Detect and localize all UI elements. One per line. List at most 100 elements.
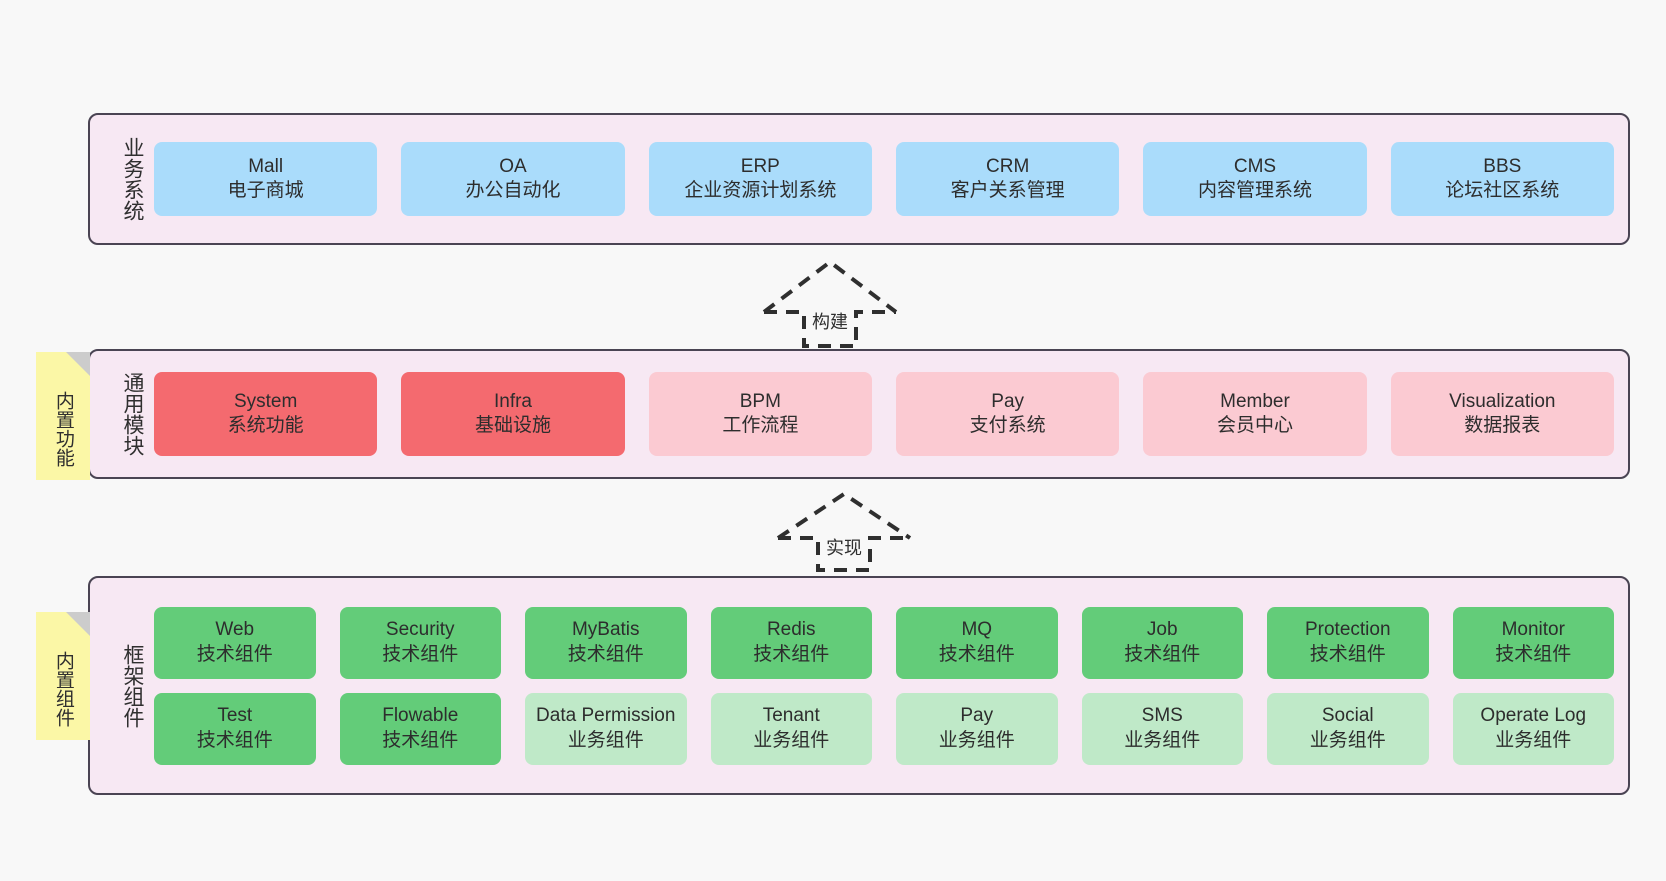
card-monitor[interactable]: Monitor 技术组件 (1452, 606, 1614, 679)
layer-body-common-module: System 系统功能 Infra 基础设施 BPM 工作流程 Pay 支付系统… (148, 351, 1628, 477)
card-tenant[interactable]: Tenant 业务组件 (710, 692, 872, 765)
connector-implement-arrow (776, 491, 912, 572)
card-title: BPM (739, 390, 781, 412)
card-redis[interactable]: Redis 技术组件 (710, 606, 872, 679)
card-mybatis[interactable]: MyBatis 技术组件 (525, 606, 687, 679)
card-subtitle: 技术组件 (1124, 643, 1201, 665)
sticky-fold-corner-icon (66, 352, 90, 376)
card-title: SMS (1141, 705, 1183, 727)
card-subtitle: 技术组件 (382, 643, 459, 665)
card-crm[interactable]: CRM 客户关系管理 (895, 142, 1120, 216)
card-subtitle: 电子商城 (227, 180, 304, 201)
card-protection[interactable]: Protection 技术组件 (1267, 606, 1429, 679)
card-title: OA (499, 155, 527, 177)
card-subtitle: 业务组件 (938, 729, 1015, 751)
card-subtitle: 基础设施 (474, 415, 551, 436)
card-title: BBS (1483, 155, 1522, 177)
card-subtitle: 会员中心 (1216, 415, 1293, 436)
card-oa[interactable]: OA 办公自动化 (401, 142, 625, 216)
card-subtitle: 客户关系管理 (950, 180, 1065, 201)
card-subtitle: 企业资源计划系统 (684, 180, 837, 201)
layer-framework-component: 框架组件 Web 技术组件 Security 技术组件 MyBatis 技术组件… (88, 576, 1630, 795)
card-title: System (233, 390, 298, 412)
sticky-note-builtin-feature: 内置功能 (36, 352, 90, 480)
card-title: Data Permission (536, 705, 676, 727)
card-pay-business[interactable]: Pay 业务组件 (896, 692, 1058, 765)
card-data-permission[interactable]: Data Permission 业务组件 (525, 692, 687, 765)
card-subtitle: 数据报表 (1464, 415, 1541, 436)
card-title: Flowable (382, 705, 459, 727)
card-visualization[interactable]: Visualization 数据报表 (1390, 372, 1614, 456)
card-sms[interactable]: SMS 业务组件 (1081, 692, 1243, 765)
card-erp[interactable]: ERP 企业资源计划系统 (648, 142, 872, 216)
card-title: Member (1220, 390, 1290, 412)
card-title: MyBatis (571, 619, 640, 641)
card-subtitle: 技术组件 (567, 643, 644, 665)
card-subtitle: 业务组件 (1309, 729, 1386, 751)
layer-body-business-system: Mall 电子商城 OA 办公自动化 ERP 企业资源计划系统 CRM 客户关系… (148, 115, 1628, 243)
card-row: Test 技术组件 Flowable 技术组件 Data Permission … (154, 692, 1614, 765)
card-title: Redis (766, 619, 816, 641)
connector-implement-label: 实现 (826, 538, 862, 558)
card-title: CRM (986, 155, 1030, 177)
sticky-fold-corner-icon (66, 612, 90, 636)
card-mall[interactable]: Mall 电子商城 (154, 142, 378, 216)
card-web[interactable]: Web 技术组件 (154, 606, 316, 679)
card-security[interactable]: Security 技术组件 (339, 606, 501, 679)
card-pay[interactable]: Pay 支付系统 (895, 372, 1120, 456)
card-subtitle: 办公自动化 (465, 180, 561, 201)
connector-build: 构建 (756, 256, 904, 348)
card-bbs[interactable]: BBS 论坛社区系统 (1390, 142, 1614, 216)
sticky-note-label: 内置功能 (52, 391, 74, 467)
card-subtitle: 系统功能 (227, 415, 304, 436)
sticky-note-label: 内置组件 (52, 651, 74, 727)
card-title: Tenant (762, 705, 820, 727)
card-title: CMS (1233, 155, 1277, 177)
card-title: Mall (248, 155, 284, 177)
card-title: Pay (960, 705, 994, 727)
card-subtitle: 业务组件 (1124, 729, 1201, 751)
sticky-note-builtin-component: 内置组件 (36, 612, 90, 740)
card-title: Visualization (1449, 390, 1556, 412)
card-social[interactable]: Social 业务组件 (1267, 692, 1429, 765)
card-subtitle: 业务组件 (753, 729, 830, 751)
card-title: ERP (740, 155, 780, 177)
card-flowable[interactable]: Flowable 技术组件 (339, 692, 501, 765)
card-member[interactable]: Member 会员中心 (1143, 372, 1367, 456)
card-mq[interactable]: MQ 技术组件 (896, 606, 1058, 679)
layer-title-framework-component: 框架组件 (121, 643, 144, 728)
card-title: Security (385, 619, 455, 641)
card-subtitle: 技术组件 (938, 643, 1015, 665)
card-operate-log[interactable]: Operate Log 业务组件 (1452, 692, 1614, 765)
card-row: System 系统功能 Infra 基础设施 BPM 工作流程 Pay 支付系统… (154, 372, 1614, 456)
card-test[interactable]: Test 技术组件 (154, 692, 316, 765)
card-subtitle: 技术组件 (1495, 643, 1572, 665)
card-title: Test (217, 705, 253, 727)
layer-business-system: 业务系统 Mall 电子商城 OA 办公自动化 ERP 企业资源计划系统 CRM… (88, 113, 1630, 245)
card-subtitle: 支付系统 (969, 415, 1046, 436)
connector-build-label: 构建 (812, 312, 848, 332)
card-subtitle: 论坛社区系统 (1445, 180, 1560, 201)
card-title: Social (1321, 705, 1374, 727)
card-subtitle: 技术组件 (753, 643, 830, 665)
card-title: Infra (493, 390, 532, 412)
card-subtitle: 内容管理系统 (1197, 180, 1312, 201)
card-title: Pay (991, 390, 1025, 412)
card-cms[interactable]: CMS 内容管理系统 (1143, 142, 1367, 216)
card-bpm[interactable]: BPM 工作流程 (648, 372, 872, 456)
card-title: MQ (961, 619, 993, 641)
layer-title-business-system: 业务系统 (121, 137, 144, 221)
card-infra[interactable]: Infra 基础设施 (401, 372, 625, 456)
connector-build-arrow (762, 259, 898, 348)
card-title: Web (215, 619, 255, 641)
card-system[interactable]: System 系统功能 (154, 372, 378, 456)
card-row: Mall 电子商城 OA 办公自动化 ERP 企业资源计划系统 CRM 客户关系… (154, 142, 1614, 216)
card-title: Job (1146, 619, 1178, 641)
card-title: Protection (1304, 619, 1391, 641)
card-title: Monitor (1501, 619, 1565, 641)
card-job[interactable]: Job 技术组件 (1081, 606, 1243, 679)
card-subtitle: 工作流程 (722, 415, 799, 436)
layer-common-module: 通用模块 System 系统功能 Infra 基础设施 BPM 工作流程 Pay… (88, 349, 1630, 479)
card-subtitle: 业务组件 (1495, 729, 1572, 751)
